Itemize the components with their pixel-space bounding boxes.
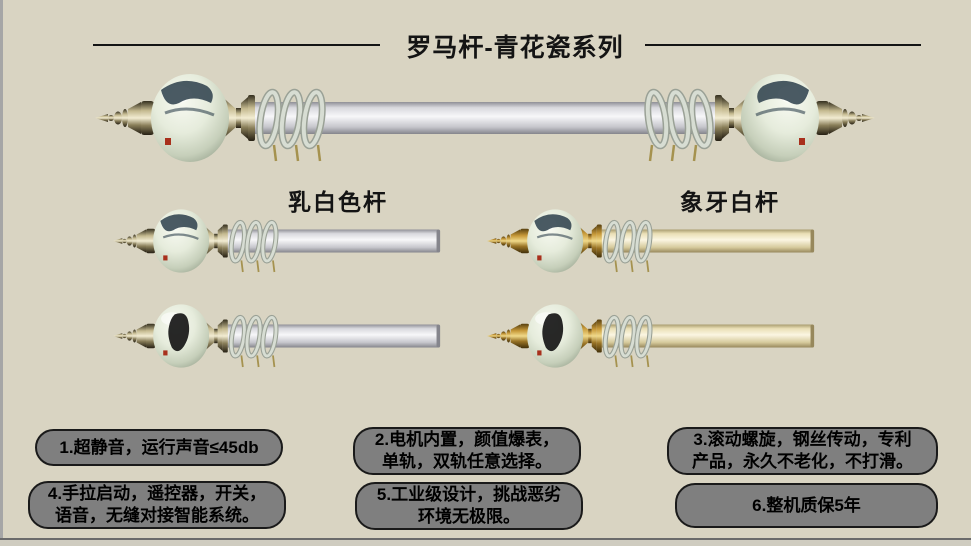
slide-bottom-edge (0, 538, 971, 546)
slide-left-edge (0, 0, 3, 546)
feature-text: 语音，无缝对接智能系统。 (55, 506, 259, 525)
rod-image-ivory-2 (487, 300, 817, 372)
feature-text: 1.超静音，运行声音≤45db (59, 437, 259, 457)
feature-text: 环境无极限。 (418, 507, 520, 526)
feature-text: 2.电机内置，颜值爆表， (374, 430, 560, 449)
label-ivory-white-rod: 象牙白杆 (680, 189, 780, 215)
feature-text: 4.手拉启动，遥控器，开关， (47, 484, 267, 503)
label-milky-white-rod: 乳白色杆 (288, 189, 388, 215)
feature-text: 5.工业级设计，挑战恶劣 (376, 485, 562, 504)
feature-text: 6.整机质保5年 (752, 495, 861, 515)
page-title: 罗马杆-青花瓷系列 (406, 34, 624, 62)
feature-box-6: 6.整机质保5年 (675, 483, 938, 528)
feature-box-3: 3.滚动螺旋，钢丝传动，专利 产品，永久不老化，不打滑。 (667, 427, 938, 475)
feature-text: 3.滚动螺旋，钢丝传动，专利 (693, 430, 912, 449)
feature-box-1: 1.超静音，运行声音≤45db (35, 429, 283, 466)
feature-box-2: 2.电机内置，颜值爆表， 单轨，双轨任意选择。 (353, 427, 581, 475)
rod-image-milky-2 (113, 300, 443, 372)
feature-text: 单轨，双轨任意选择。 (382, 452, 552, 471)
feature-text: 产品，永久不老化，不打滑。 (692, 452, 913, 471)
rod-image-milky-1 (113, 205, 443, 277)
title-divider-left (93, 44, 380, 46)
title-divider-right (645, 44, 921, 46)
feature-box-4: 4.手拉启动，遥控器，开关， 语音，无缝对接智能系统。 (28, 481, 286, 529)
rod-image-ivory-1 (487, 205, 817, 277)
feature-box-5: 5.工业级设计，挑战恶劣 环境无极限。 (355, 482, 583, 530)
rod-image-main (95, 68, 875, 168)
